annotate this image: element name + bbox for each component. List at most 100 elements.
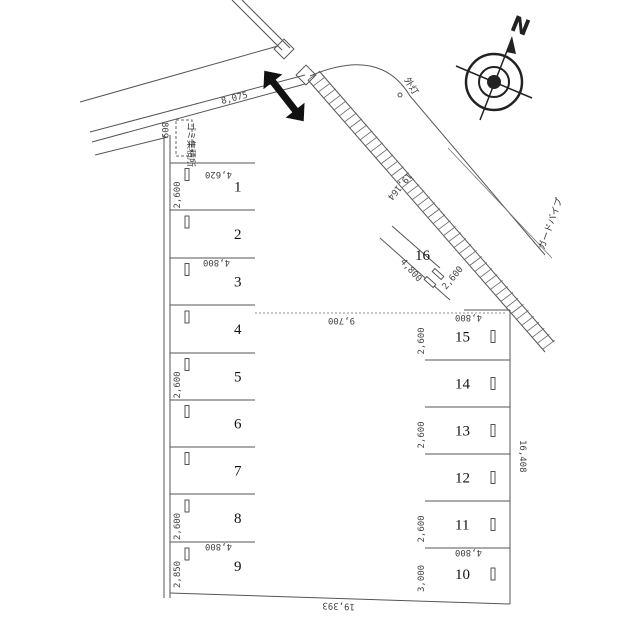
left-parking-bays: 12,6004,620234,800452,6006782,60092,8504… <box>170 162 255 588</box>
hatch-mark <box>385 160 399 171</box>
hatch-mark <box>359 130 373 141</box>
hatch-mark <box>542 339 555 350</box>
hatch-mark <box>349 118 362 129</box>
hatch-mark <box>339 106 352 117</box>
wheel-stop <box>490 471 496 484</box>
hatch-mark <box>495 286 508 296</box>
bay-depth: 4,620 <box>205 169 232 179</box>
hatch-mark <box>453 238 467 248</box>
hatch-mark <box>458 244 472 254</box>
bay-number: 12 <box>455 471 470 487</box>
wheel-stop <box>490 518 496 531</box>
hatch-mark <box>531 327 545 338</box>
hatch-mark <box>485 274 498 284</box>
bay-depth: 4,800 <box>455 547 482 557</box>
wheel-stop <box>490 330 496 343</box>
bay-number: 2 <box>234 227 242 243</box>
hatch-mark <box>328 94 342 105</box>
bay-width: 2,600 <box>417 327 427 354</box>
hatch-mark <box>354 124 368 135</box>
hatch-mark <box>505 298 519 308</box>
road-width-label: 8,075 <box>220 91 249 107</box>
bay-number: 14 <box>455 377 471 393</box>
wheel-stop <box>184 168 190 181</box>
bay-number: 9 <box>234 559 242 575</box>
wheel-stop <box>184 405 190 418</box>
hatch-mark <box>312 76 326 87</box>
hatch-mark <box>344 112 357 123</box>
hatch-mark <box>516 310 529 320</box>
hatch-mark <box>500 292 514 302</box>
bay-depth: 4,800 <box>205 541 232 551</box>
bay-number: 3 <box>234 275 242 291</box>
bay-number: 15 <box>455 330 470 346</box>
garbage-point: ゴミ集積所 <box>175 119 197 167</box>
bay-width: 2,850 <box>173 561 183 588</box>
guard-pipe-line <box>447 147 553 259</box>
left-edge-label: 809 <box>159 122 169 138</box>
hatch-mark <box>438 220 451 230</box>
wheel-stop <box>490 377 496 390</box>
street-lamp-icon <box>397 92 403 98</box>
wheel-stop <box>184 452 190 465</box>
hatch-mark <box>427 208 441 218</box>
diag-parking-bay: 16 2,600 4,800 <box>379 225 466 301</box>
wheel-stop <box>184 547 190 561</box>
hatch-mark <box>417 196 430 206</box>
hatch-mark <box>375 148 389 159</box>
garbage-label: ゴミ集積所 <box>185 122 197 167</box>
wheel-stop <box>184 358 190 371</box>
bay-number: 11 <box>455 518 469 534</box>
hatch-mark <box>380 154 394 165</box>
right-length-label: 16,408 <box>517 440 527 473</box>
bay-number-16: 16 <box>415 248 431 264</box>
hatch-mark <box>318 82 331 93</box>
hatch-mark <box>474 262 488 272</box>
bay-width: 2,600 <box>173 513 183 540</box>
wheel-stop <box>184 263 190 276</box>
right-parking-bays: 15 2,600 4,800 14 13 2,600 12 11 2,600 10 3,000 4,8… <box>417 312 510 592</box>
hatch-mark <box>401 178 415 189</box>
bay-width: 2,600 <box>173 181 183 208</box>
entrance-arrow-icon <box>263 70 305 122</box>
site-outline <box>163 135 511 605</box>
center-width-label: 9,700 <box>328 315 355 325</box>
wheel-stop <box>184 499 190 513</box>
bay-width: 2,600 <box>173 371 183 398</box>
hatch-mark <box>323 88 336 99</box>
hatch-mark <box>432 214 446 224</box>
compass-rose-icon: N <box>455 12 533 121</box>
hatch-mark <box>443 226 456 236</box>
hatch-mark <box>365 136 378 147</box>
bay-width: 3,000 <box>417 565 427 592</box>
hatch-mark <box>479 268 493 278</box>
hatch-mark <box>333 100 347 111</box>
street-lamp-label: 外灯 <box>401 75 421 97</box>
hatch-mark <box>422 202 435 212</box>
wheel-stop <box>184 215 190 229</box>
wheel-stop <box>184 310 190 324</box>
bay-number: 7 <box>234 464 242 480</box>
bay-depth: 4,800 <box>455 312 482 322</box>
hatch-mark <box>469 256 482 266</box>
hatch-mark <box>511 304 524 314</box>
bay-number: 10 <box>455 567 470 583</box>
bottom-length-label: 19,393 <box>322 600 355 611</box>
wheel-stop <box>490 567 496 581</box>
hatch-mark <box>391 166 404 177</box>
guard-pipe-label: ガードバイプ <box>536 197 565 252</box>
hatch-mark <box>370 142 383 153</box>
bay-number: 4 <box>234 322 242 338</box>
bay-depth: 4,800 <box>203 257 230 267</box>
hatch-mark <box>307 70 321 81</box>
bay-width: 2,600 <box>417 421 427 448</box>
hatch-mark <box>448 232 462 242</box>
bay-number: 13 <box>455 424 470 440</box>
hatch-mark <box>521 316 535 326</box>
hatch-mark <box>537 333 550 344</box>
north-label: N <box>507 12 533 42</box>
bay-number: 8 <box>234 511 242 527</box>
road-lines <box>79 0 317 156</box>
hatch-mark <box>490 280 503 290</box>
bay-width: 2,600 <box>417 515 427 542</box>
